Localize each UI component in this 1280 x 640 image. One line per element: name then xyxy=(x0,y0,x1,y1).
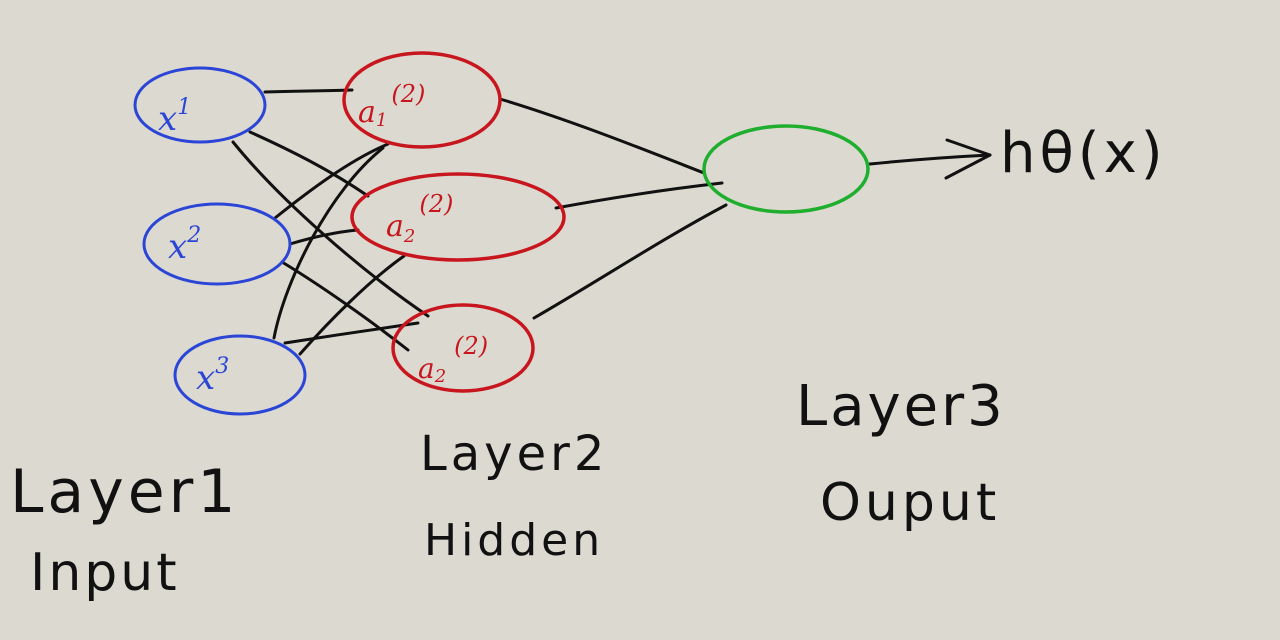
output-result-label: hθ(x) xyxy=(1000,121,1167,186)
layer3-name: Layer3 xyxy=(796,374,1006,439)
input-node-x2-label: x2 xyxy=(168,223,201,267)
connection-lines xyxy=(231,88,728,356)
input-node-x3 xyxy=(173,334,307,416)
hidden-node-a2 xyxy=(350,172,566,262)
layer1-role: Input xyxy=(30,543,180,603)
layer1-name: Layer1 xyxy=(10,457,239,527)
output-node xyxy=(702,124,870,214)
edge-x2-a2 xyxy=(288,228,360,246)
layer2-role: Hidden xyxy=(424,515,604,566)
input-node-x3-label: x3 xyxy=(196,354,229,398)
edge-x1-a1 xyxy=(263,88,354,94)
input-node-x1 xyxy=(133,66,267,144)
output-arrow xyxy=(868,138,992,180)
hidden-node-a3 xyxy=(391,303,535,393)
hidden-node-a2-label: a2(2) xyxy=(386,190,453,247)
edge-x3-a1 xyxy=(272,146,385,340)
edge-x1-a3 xyxy=(231,140,430,318)
edge-x2-a1 xyxy=(273,142,390,220)
edge-a2-out xyxy=(554,181,724,210)
input-node-x1-label: x1 xyxy=(158,95,191,139)
hidden-node-a3-label: a2(2) xyxy=(418,332,488,387)
input-layer xyxy=(133,66,307,416)
edge-x1-a2 xyxy=(248,130,370,198)
input-node-x2 xyxy=(142,202,292,286)
layer3-role: Ouput xyxy=(820,473,1000,533)
hidden-layer xyxy=(342,51,566,393)
layer2-name: Layer2 xyxy=(420,426,608,482)
edge-a1-out xyxy=(498,97,706,175)
edge-a3-out xyxy=(532,203,728,320)
edge-x3-a2 xyxy=(298,254,406,356)
hidden-node-a1 xyxy=(342,51,502,149)
hidden-node-a1-label: a1(2) xyxy=(358,80,425,131)
